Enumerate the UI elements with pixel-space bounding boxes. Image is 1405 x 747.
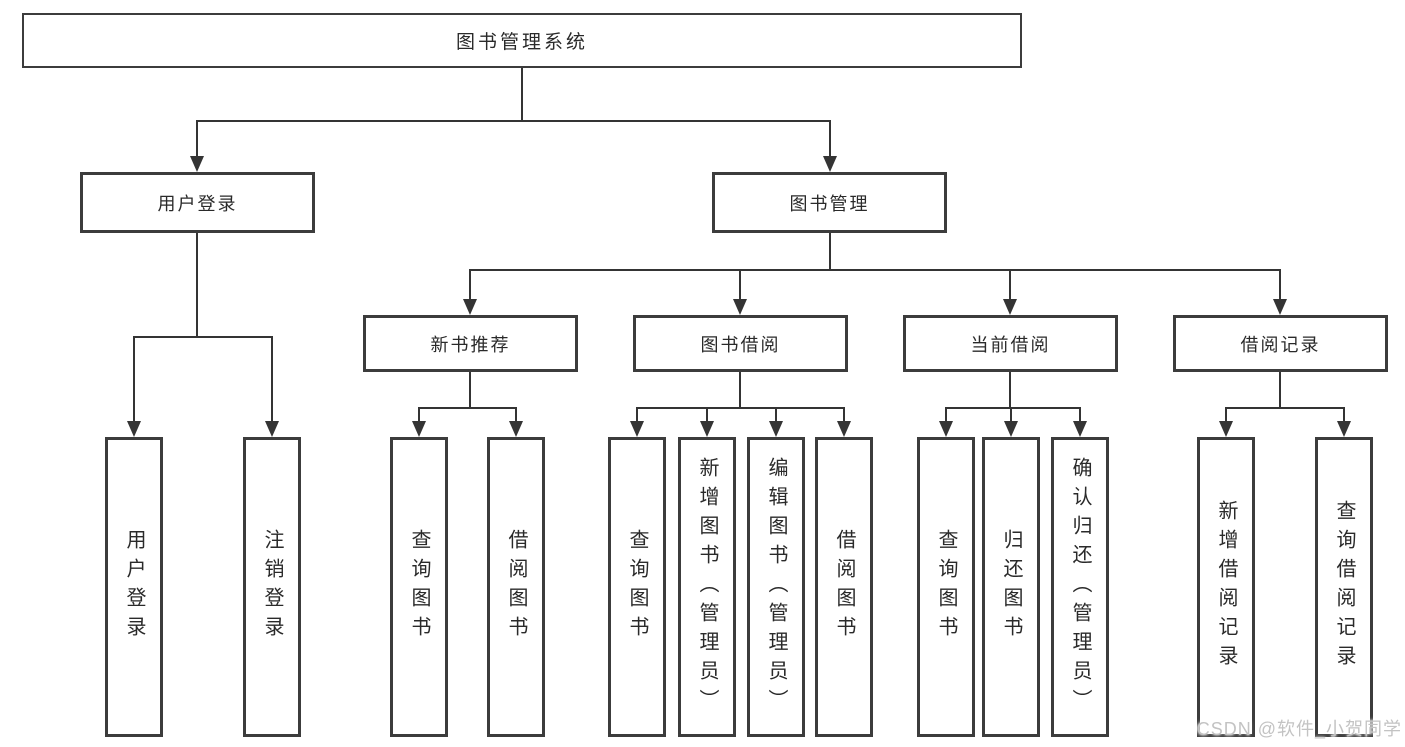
arrowhead [939,421,953,437]
leaf-label: 用户登录 [123,529,145,645]
arrowhead [509,421,523,437]
leaf-label: 新增借阅记录 [1215,500,1237,674]
arrowhead [1337,421,1351,437]
arrowhead [412,421,426,437]
leaf-label: 查询图书 [935,529,957,645]
node-book-management: 图书管理 [712,172,947,233]
arrowhead [769,421,783,437]
arrowhead [190,156,204,172]
leaf-add-book-admin: 新增图书（管理员） [678,437,736,737]
node-label: 图书借阅 [700,334,781,355]
node-borrow-records: 借阅记录 [1173,315,1388,372]
node-label: 借阅记录 [1240,334,1321,355]
arrowhead [823,156,837,172]
node-label: 当前借阅 [970,334,1051,355]
node-label: 图书管理系统 [455,32,588,53]
leaf-label: 归还图书 [1000,529,1022,645]
arrowhead [700,421,714,437]
leaf-user-login: 用户登录 [105,437,163,737]
csdn-watermark: CSDN @软件_小贺同学 [1196,719,1402,739]
arrowhead [1073,421,1087,437]
leaf-query-books-borrow: 查询图书 [608,437,666,737]
arrowhead [837,421,851,437]
node-label: 图书管理 [789,193,870,214]
leaf-logout: 注销登录 [243,437,301,737]
node-book-borrow: 图书借阅 [633,315,848,372]
leaf-label: 查询图书 [408,529,430,645]
arrowhead [1003,299,1017,315]
leaf-query-borrow-record: 查询借阅记录 [1315,437,1373,737]
arrowhead [463,299,477,315]
node-library-system: 图书管理系统 [22,13,1022,68]
leaf-label: 查询图书 [626,529,648,645]
arrowhead [265,421,279,437]
leaf-label: 编辑图书（管理员） [765,456,787,718]
arrowhead [630,421,644,437]
leaf-label: 借阅图书 [505,529,527,645]
leaf-label: 注销登录 [261,529,283,645]
leaf-query-books-recommend: 查询图书 [390,437,448,737]
arrowhead [733,299,747,315]
leaf-add-borrow-record: 新增借阅记录 [1197,437,1255,737]
node-label: 用户登录 [157,193,238,214]
node-label: 新书推荐 [430,334,511,355]
node-new-book-recommend: 新书推荐 [363,315,578,372]
leaf-edit-book-admin: 编辑图书（管理员） [747,437,805,737]
leaf-label: 新增图书（管理员） [696,456,718,718]
arrowhead [127,421,141,437]
leaf-label: 借阅图书 [833,529,855,645]
arrowhead [1004,421,1018,437]
node-user-login: 用户登录 [80,172,315,233]
leaf-return-book: 归还图书 [982,437,1040,737]
leaf-borrow-books-recommend: 借阅图书 [487,437,545,737]
leaf-label: 查询借阅记录 [1333,500,1355,674]
arrowhead [1273,299,1287,315]
node-current-borrow: 当前借阅 [903,315,1118,372]
leaf-query-books-current: 查询图书 [917,437,975,737]
leaf-borrow-books: 借阅图书 [815,437,873,737]
leaf-label: 确认归还（管理员） [1069,456,1091,718]
leaf-confirm-return-admin: 确认归还（管理员） [1051,437,1109,737]
arrowhead [1219,421,1233,437]
